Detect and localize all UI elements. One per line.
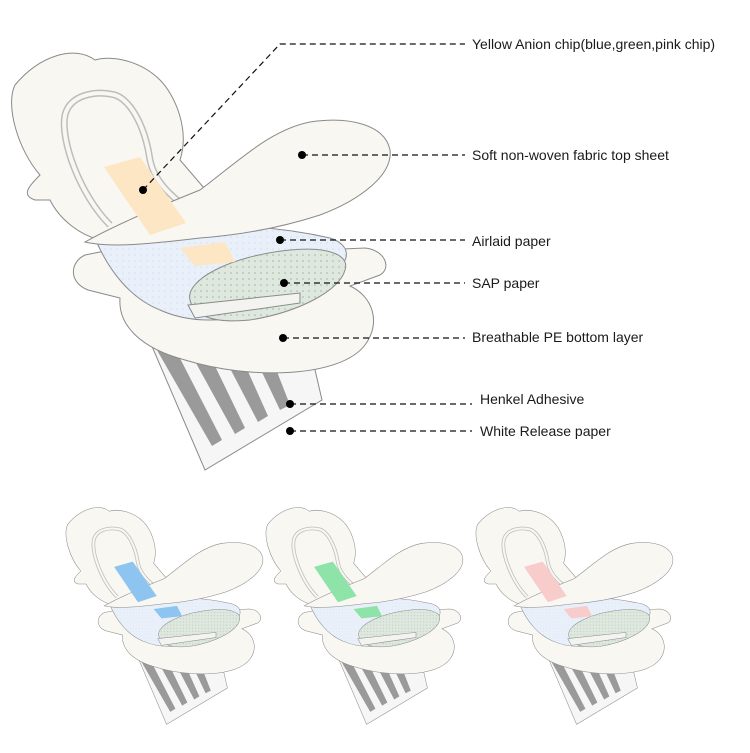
anion-chip-main-under: [180, 242, 235, 266]
pad-variant-green: [264, 505, 465, 727]
pink-chip: [524, 561, 567, 603]
green-chip-under: [353, 605, 383, 619]
callout-chip: Yellow Anion chip(blue,green,pink chip): [139, 36, 715, 194]
anion-chip-main: [104, 157, 186, 235]
callout-sap: SAP paper: [280, 275, 540, 291]
label-adhesive: Henkel Adhesive: [480, 391, 585, 407]
callout-release: White Release paper: [286, 423, 611, 439]
label-airlaid: Airlaid paper: [472, 233, 551, 249]
main-pad: [12, 53, 391, 470]
label-bottom: Breathable PE bottom layer: [472, 329, 644, 345]
pad-variant-pink: [474, 505, 675, 727]
label-sap: SAP paper: [472, 275, 540, 291]
label-chip: Yellow Anion chip(blue,green,pink chip): [472, 36, 715, 52]
blue-chip-under: [153, 605, 183, 619]
callout-adhesive: Henkel Adhesive: [286, 391, 585, 408]
blue-chip: [114, 561, 157, 603]
label-release: White Release paper: [480, 423, 611, 439]
callout-top-sheet: Soft non-woven fabric top sheet: [298, 147, 669, 163]
pink-chip-under: [563, 605, 593, 619]
label-top-sheet: Soft non-woven fabric top sheet: [472, 147, 669, 163]
callout-airlaid: Airlaid paper: [276, 233, 551, 249]
green-chip: [314, 561, 357, 603]
callout-bottom: Breathable PE bottom layer: [279, 329, 644, 345]
pad-variant-blue: [64, 505, 265, 727]
